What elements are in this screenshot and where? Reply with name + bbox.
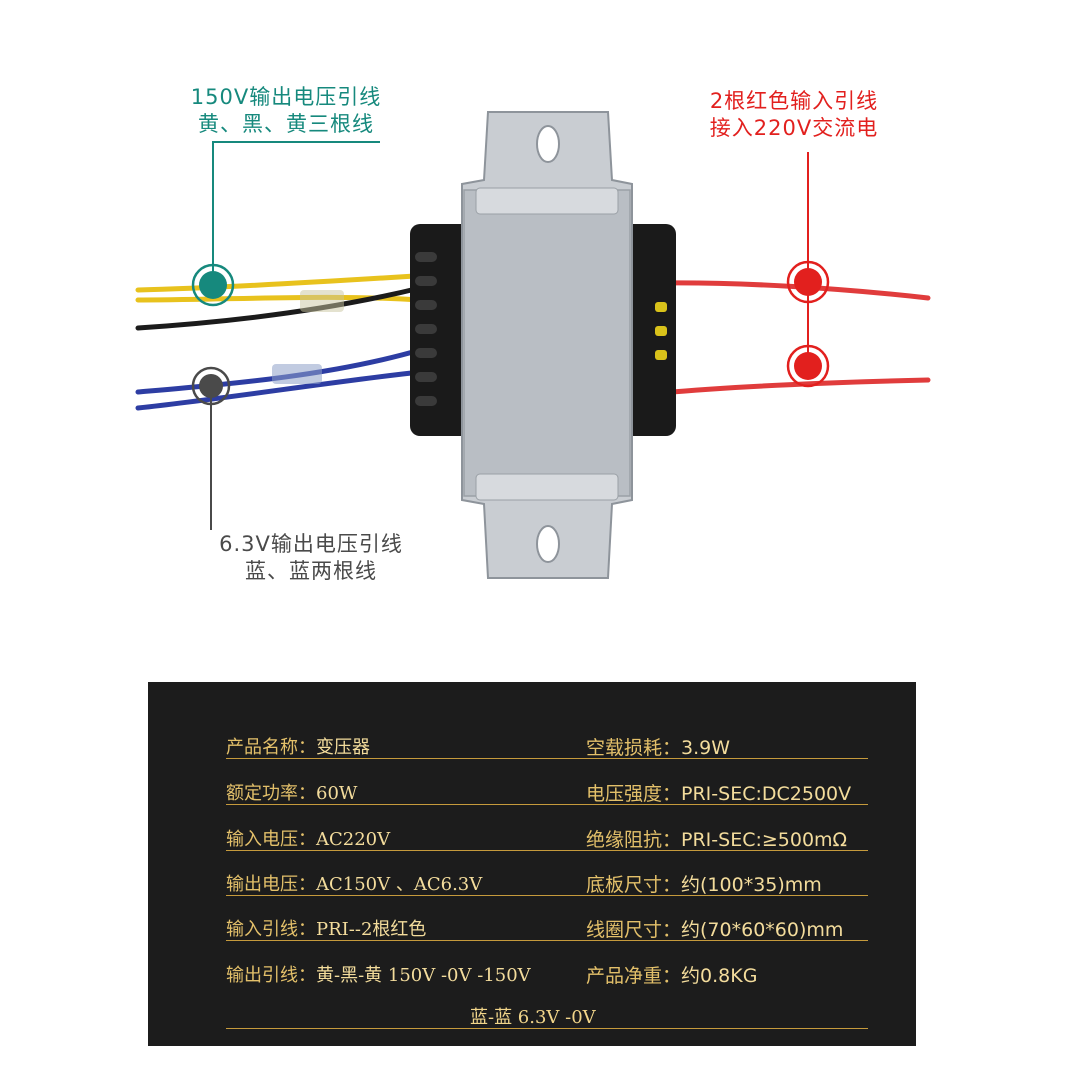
spec-value: AC150V 、AC6.3V (316, 874, 483, 895)
spec-value: AC220V (316, 829, 391, 850)
spec-right: 空载损耗：3.9W (586, 733, 730, 760)
spec-row-extra: 蓝-蓝 6.3V -0V (226, 990, 868, 1029)
output-6v3-callout: 6.3V输出电压引线 蓝、蓝两根线 (200, 531, 422, 585)
spec-row: 输出电压：AC150V 、AC6.3V 底板尺寸：约(100*35)mm (226, 857, 868, 896)
spec-label: 线圈尺寸： (586, 919, 682, 941)
spec-right: 电压强度：PRI-SEC:DC2500V (586, 779, 851, 806)
spec-label: 额定功率： (226, 783, 316, 804)
spec-value: 60W (316, 783, 358, 804)
callout-line: 6.3V输出电压引线 (219, 532, 403, 556)
spec-right: 线圈尺寸：约(70*60*60)mm (586, 915, 843, 942)
spec-label: 输出引线： (226, 965, 316, 986)
callout-line: 蓝、蓝两根线 (245, 559, 377, 583)
spec-value: 约(100*35)mm (681, 874, 822, 896)
spec-label: 输出电压： (226, 874, 316, 895)
spec-label: 底板尺寸： (586, 874, 682, 896)
spec-left: 输出电压：AC150V 、AC6.3V (226, 870, 482, 896)
spec-value: 约(70*60*60)mm (681, 919, 844, 941)
teal-marker-icon (191, 141, 380, 307)
spec-left: 产品名称：变压器 (226, 733, 370, 759)
spec-label: 绝缘阻抗： (586, 829, 682, 851)
spec-right: 底板尺寸：约(100*35)mm (586, 870, 822, 897)
spec-value: PRI-SEC:DC2500V (681, 783, 852, 805)
specs-panel: 产品名称：变压器 空载损耗：3.9W 额定功率：60W 电压强度：PRI-SEC… (148, 682, 916, 1046)
spec-value: 黄-黑-黄 150V -0V -150V (316, 965, 531, 986)
spec-row: 额定功率：60W 电压强度：PRI-SEC:DC2500V (226, 766, 868, 805)
metal-frame (461, 111, 633, 579)
gray-marker-icon (191, 366, 231, 530)
spec-label: 产品名称： (226, 737, 316, 758)
spec-value: 约0.8KG (681, 965, 758, 987)
spec-left: 输入引线：PRI--2根红色 (226, 915, 426, 941)
red-marker-icon (786, 152, 830, 388)
callout-line: 接入220V交流电 (709, 116, 879, 140)
spec-value: PRI-SEC:≥500mΩ (681, 829, 848, 851)
spec-label: 输入引线： (226, 919, 316, 940)
spec-left: 输出引线：黄-黑-黄 150V -0V -150V (226, 961, 531, 987)
spec-label: 空载损耗： (586, 737, 682, 759)
spec-left: 额定功率：60W (226, 779, 357, 805)
spec-row: 输出引线：黄-黑-黄 150V -0V -150V 产品净重：约0.8KG (226, 948, 868, 988)
spec-value: PRI--2根红色 (316, 919, 427, 940)
spec-extra-value: 蓝-蓝 6.3V -0V (470, 1007, 596, 1028)
spec-row: 输入电压：AC220V 绝缘阻抗：PRI-SEC:≥500mΩ (226, 812, 868, 851)
input-220v-wires (657, 280, 931, 396)
callout-line: 黄、黑、黄三根线 (198, 112, 374, 136)
callout-line: 150V输出电压引线 (190, 85, 382, 109)
output-6v3-wires (135, 290, 423, 411)
spec-value: 3.9W (681, 737, 731, 759)
spec-label: 产品净重： (586, 965, 682, 987)
spec-label: 输入电压： (226, 829, 316, 850)
output-150v-callout: 150V输出电压引线 黄、黑、黄三根线 (176, 84, 396, 138)
spec-label: 电压强度： (586, 783, 682, 805)
spec-row: 产品名称：变压器 空载损耗：3.9W (226, 720, 868, 759)
input-220v-callout: 2根红色输入引线 接入220V交流电 (688, 88, 900, 142)
spec-right: 绝缘阻抗：PRI-SEC:≥500mΩ (586, 825, 847, 852)
callout-line: 2根红色输入引线 (709, 89, 879, 113)
spec-value: 变压器 (316, 737, 370, 758)
transformer-illustration (135, 111, 931, 579)
spec-left: 输入电压：AC220V (226, 825, 390, 851)
spec-right: 产品净重：约0.8KG (586, 961, 757, 988)
spec-row: 输入引线：PRI--2根红色 线圈尺寸：约(70*60*60)mm (226, 902, 868, 941)
output-150v-wires (135, 273, 423, 331)
